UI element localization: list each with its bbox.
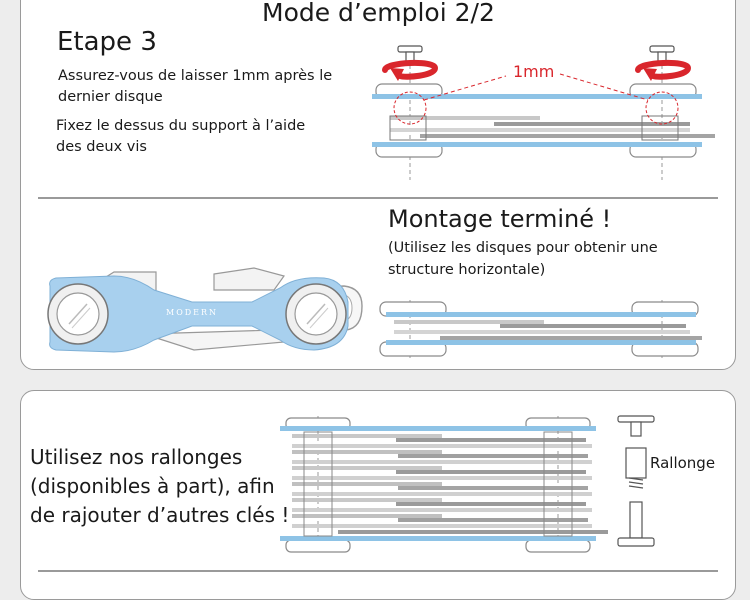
page-title: Mode d’emploi 2/2: [262, 0, 495, 27]
bottom-divider: [38, 570, 718, 572]
extension-text-line1: Utilisez nos rallonges: [30, 445, 243, 469]
done-text-line2: structure horizontale): [388, 262, 546, 278]
screw-icon: [649, 45, 675, 63]
step3-text-line3: Fixez le dessus du support à l’aide: [56, 118, 306, 134]
done-text-line1: (Utilisez les disques pour obtenir une: [388, 240, 658, 256]
key-holder-image: [47, 267, 363, 353]
dimension-label: 1mm: [513, 62, 555, 81]
step3-text-line2: dernier disque: [58, 89, 163, 105]
completed-assembly-diagram: [379, 300, 702, 358]
section-divider: [38, 197, 718, 199]
step3-assembly-diagram: [372, 45, 715, 180]
extension-text-line2: (disponibles à part), afin: [30, 474, 275, 498]
step3-title: Etape 3: [57, 27, 157, 57]
extension-screw-icon: [617, 415, 655, 547]
done-title: Montage terminé !: [388, 205, 612, 233]
step3-text-line4: des deux vis: [56, 139, 147, 155]
rotate-arrow-icon: [382, 59, 439, 81]
rotate-arrow-icon: [635, 59, 692, 81]
brand-logo: MODERN: [166, 308, 219, 317]
screw-icon: [397, 45, 423, 63]
extension-part-label: Rallonge: [650, 454, 716, 472]
extension-text-line3: de rajouter d’autres clés !: [30, 503, 290, 527]
step3-text-line1: Assurez-vous de laisser 1mm après le: [58, 68, 333, 84]
extended-stack-diagram: [280, 416, 608, 553]
